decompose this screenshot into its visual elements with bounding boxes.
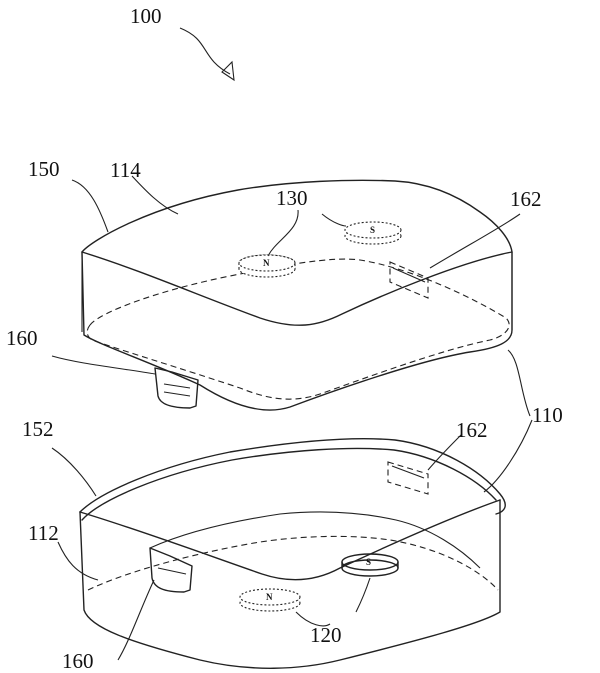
bottom-magnet-n-label: N: [266, 592, 273, 602]
label-120: 120: [310, 623, 342, 647]
bottom-magnet-s: S: [341, 553, 399, 577]
arrow-100: [221, 60, 235, 82]
label-150: 150: [28, 157, 60, 181]
latch-receiver-bottom: [387, 461, 429, 495]
label-160-bottom: 160: [62, 649, 94, 673]
label-152: 152: [22, 417, 54, 441]
latch-receiver-top: [389, 261, 429, 299]
label-100: 100: [130, 4, 162, 28]
bottom-case: N S: [79, 438, 506, 669]
reference-numerals: 100 150 114 130 162 160 110 152 162 112 …: [6, 4, 563, 673]
leader-100: [179, 27, 231, 75]
label-162-bottom: 162: [456, 418, 488, 442]
leader-152: [51, 447, 97, 497]
top-case-top-face: [81, 179, 513, 411]
latch-tab-bottom: [149, 547, 193, 593]
leader-160-top: [51, 355, 156, 375]
bottom-magnet-n: N: [239, 588, 301, 612]
top-magnet-n: N: [238, 254, 296, 278]
leader-120-b: [355, 577, 371, 613]
latch-tab-top: [154, 367, 199, 409]
label-110: 110: [532, 403, 563, 427]
label-114: 114: [110, 158, 141, 182]
label-112: 112: [28, 521, 59, 545]
bottom-case-floor: [87, 535, 499, 591]
top-magnet-s-label: S: [370, 225, 375, 235]
bottom-case-rim-outer: [79, 438, 506, 515]
label-162-top: 162: [510, 187, 542, 211]
leader-112: [57, 541, 99, 581]
bottom-case-inner-wall: [149, 511, 481, 569]
leader-162-bottom: [427, 433, 463, 471]
leader-160-bottom: [117, 579, 155, 661]
top-case-front-edge: [81, 251, 513, 326]
top-magnet-n-label: N: [263, 258, 270, 268]
bottom-case-rim-inner: [81, 447, 497, 521]
leader-lines: [51, 27, 533, 661]
leader-114: [131, 175, 179, 215]
leader-162-top: [429, 213, 521, 269]
leader-150: [71, 179, 109, 233]
bottom-case-rim-front: [79, 499, 501, 581]
bottom-magnet-s-label: S: [366, 557, 371, 567]
leader-130-b: [321, 213, 347, 227]
bottom-case-body: [79, 499, 501, 669]
top-magnet-s: S: [344, 221, 402, 245]
top-case: N S: [81, 179, 513, 411]
label-130: 130: [276, 186, 308, 210]
leader-120-a: [295, 611, 331, 627]
leader-110-b: [483, 419, 533, 493]
leader-130-a: [267, 209, 299, 257]
leader-110-a: [507, 349, 531, 417]
label-160-top: 160: [6, 326, 38, 350]
top-case-inner-rim: [86, 258, 510, 400]
